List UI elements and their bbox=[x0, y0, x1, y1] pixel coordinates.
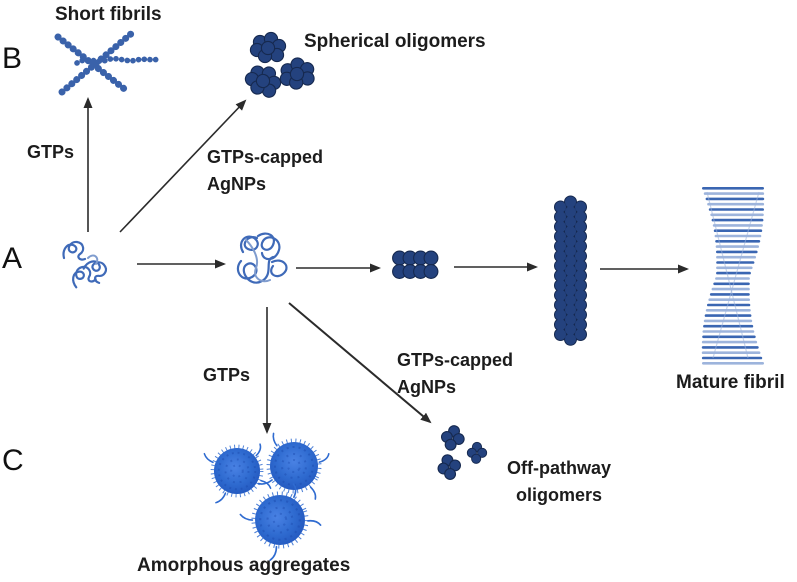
panel-label-b: B bbox=[2, 42, 23, 75]
short-fibrils-label: Short fibrils bbox=[55, 4, 162, 25]
gtps-capped-top-line1: GTPs-capped bbox=[207, 147, 324, 167]
off-pathway-label: Off-pathway oligomers bbox=[498, 455, 620, 509]
mature-fibril-illustration bbox=[701, 187, 765, 365]
native-monomers-illustration bbox=[62, 240, 112, 290]
gtps-capped-bottom-line1: GTPs-capped bbox=[397, 350, 514, 370]
protofibril-illustration bbox=[554, 195, 587, 348]
amorphous-aggregates-label: Amorphous aggregates bbox=[137, 555, 351, 576]
unfolded-monomer-illustration bbox=[236, 232, 288, 284]
off-pathway-oligomers-illustration bbox=[434, 423, 488, 483]
off-pathway-line2: oligomers bbox=[515, 485, 603, 505]
gtps-capped-bottom-line2: AgNPs bbox=[397, 377, 457, 397]
oligomer-chain-illustration bbox=[392, 250, 439, 279]
off-pathway-line1: Off-pathway bbox=[506, 458, 611, 478]
arrow-monomers-to-spherical-oligomers bbox=[119, 99, 247, 233]
amorphous-aggregates-illustration bbox=[202, 422, 341, 565]
gtps-capped-top-label: GTPs-capped AgNPs bbox=[207, 144, 323, 198]
gtps-bottom-label: GTPs bbox=[203, 365, 251, 385]
panel-label-c: C bbox=[2, 444, 24, 477]
panel-label-a: A bbox=[2, 242, 23, 275]
mature-fibril-label: Mature fibril bbox=[676, 372, 785, 393]
spherical-oligomers-label: Spherical oligomers bbox=[304, 31, 486, 52]
arrows bbox=[83, 97, 689, 434]
arrow-unfolded-to-off-pathway bbox=[288, 302, 432, 424]
gtps-capped-bottom-label: GTPs-capped AgNPs bbox=[397, 347, 513, 401]
gtps-capped-top-line2: AgNPs bbox=[207, 174, 267, 194]
short-fibrils-illustration bbox=[54, 29, 162, 96]
gtps-top-label: GTPs bbox=[27, 142, 75, 162]
